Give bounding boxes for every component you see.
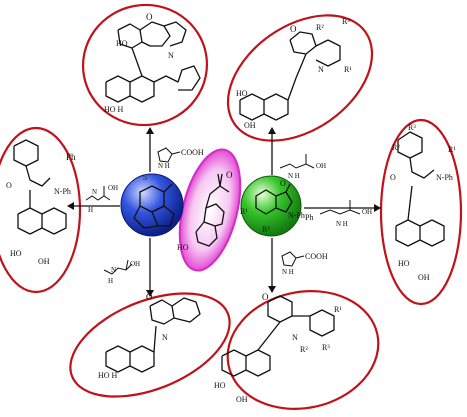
product-ellipse-bottom-right bbox=[226, 290, 380, 410]
tl-n: N bbox=[168, 51, 174, 60]
proline-bottom-nh: N H bbox=[282, 268, 294, 276]
tl-ho-bottom: HO H bbox=[104, 105, 124, 114]
blue-sphere-number: 5 bbox=[143, 173, 147, 182]
green-r2-label: R² bbox=[262, 225, 270, 234]
phenylglycine-reagent-left: H OH N bbox=[85, 184, 118, 214]
br-oxo: O bbox=[262, 292, 269, 302]
green-nph-label: N-Ph bbox=[288, 211, 305, 220]
magenta-oval-core: O HO bbox=[177, 148, 242, 272]
left-reagent-oh: OH bbox=[108, 184, 118, 192]
product-structure-left: Ph N-Ph O HO OH bbox=[6, 139, 76, 266]
sarcosine-h: H bbox=[108, 277, 113, 285]
left-ho: HO bbox=[10, 249, 22, 258]
tr-r1: R¹ bbox=[344, 65, 352, 74]
oval-ho-label: HO bbox=[177, 243, 189, 252]
br-r3: R³ bbox=[322, 343, 330, 352]
br-ho: HO bbox=[214, 381, 226, 390]
glycine-reagent-top-right: N H OH bbox=[279, 154, 326, 180]
proline-bottom-cooh: COOH bbox=[305, 252, 328, 261]
bl-ho: HO H bbox=[98, 371, 118, 380]
product-ellipse-bottom-left bbox=[69, 292, 231, 398]
tr-oh: OH bbox=[244, 121, 256, 130]
product-structure-right: R³ R² R¹ N-Ph O HO OH bbox=[390, 123, 456, 282]
br-n: N bbox=[292, 333, 298, 342]
product-ellipse-top-right bbox=[226, 14, 374, 142]
bl-oxo: O bbox=[146, 292, 153, 302]
tl-ho-top: HO bbox=[116, 39, 128, 48]
green-oxo-label: O bbox=[280, 179, 286, 188]
right-r1: R¹ bbox=[448, 145, 456, 154]
right-oh: OH bbox=[418, 273, 430, 282]
sarcosine-n: N bbox=[111, 266, 116, 274]
top-right-reagent-nh: N H bbox=[288, 172, 300, 180]
product-structure-top-right: O R² R³ R¹ N HO OH bbox=[236, 17, 352, 130]
tl-oxo: O bbox=[146, 12, 153, 22]
blue-sphere-acenaphthenequinone: 5 bbox=[120, 173, 184, 237]
green-sphere-isatin: R¹ R² O N-Ph bbox=[240, 175, 305, 237]
left-reagent-h: H bbox=[88, 206, 93, 214]
right-oxo: O bbox=[390, 173, 396, 182]
left-oh: OH bbox=[38, 257, 50, 266]
tr-ho: HO bbox=[236, 89, 248, 98]
product-structure-top-left: O HO N HO H bbox=[104, 12, 201, 114]
proline-top-cooh: COOH bbox=[181, 148, 204, 157]
proline-reagent-top: N H COOH bbox=[157, 147, 204, 170]
right-reagent-oh: OH bbox=[362, 208, 372, 216]
product-ellipse-right bbox=[379, 118, 463, 306]
bl-n: N bbox=[162, 333, 168, 342]
product-ellipse-left bbox=[0, 126, 82, 294]
left-oxo: O bbox=[6, 181, 12, 190]
product-ellipse-top-left bbox=[81, 3, 209, 127]
tr-r3: R³ bbox=[342, 17, 350, 26]
br-oh: OH bbox=[236, 395, 248, 404]
right-r2: R² bbox=[392, 143, 400, 152]
left-ph-top: Ph bbox=[66, 152, 76, 162]
tr-r2: R² bbox=[316, 23, 324, 32]
top-right-reagent-oh: OH bbox=[316, 162, 326, 170]
tr-oxo: O bbox=[290, 24, 297, 34]
left-reagent-n: N bbox=[92, 188, 97, 196]
left-nph: N-Ph bbox=[54, 187, 71, 196]
product-structure-bottom-right: O R¹ R² R³ N HO OH bbox=[214, 292, 342, 404]
proline-top-nh: N H bbox=[158, 162, 170, 170]
proline-reagent-bottom-right: N H COOH bbox=[281, 251, 328, 276]
sarcosine-oh: OH bbox=[130, 260, 140, 268]
br-r2: R² bbox=[300, 345, 308, 354]
right-reagent-ph: Ph bbox=[305, 213, 313, 222]
right-nph: N-Ph bbox=[436, 173, 453, 182]
product-structure-bottom-left: O N HO H bbox=[98, 292, 201, 380]
right-ho: HO bbox=[398, 259, 410, 268]
phenylglycine-reagent-right: Ph N H OH bbox=[305, 200, 372, 228]
sarcosine-reagent-bottom-left: H N OH bbox=[103, 259, 140, 285]
tr-n: N bbox=[318, 65, 324, 74]
right-reagent-nh: N H bbox=[336, 220, 348, 228]
oval-oxo-label: O bbox=[226, 170, 233, 180]
green-r1-label: R¹ bbox=[240, 207, 248, 216]
right-r3: R³ bbox=[408, 123, 416, 132]
br-r1: R¹ bbox=[334, 305, 342, 314]
